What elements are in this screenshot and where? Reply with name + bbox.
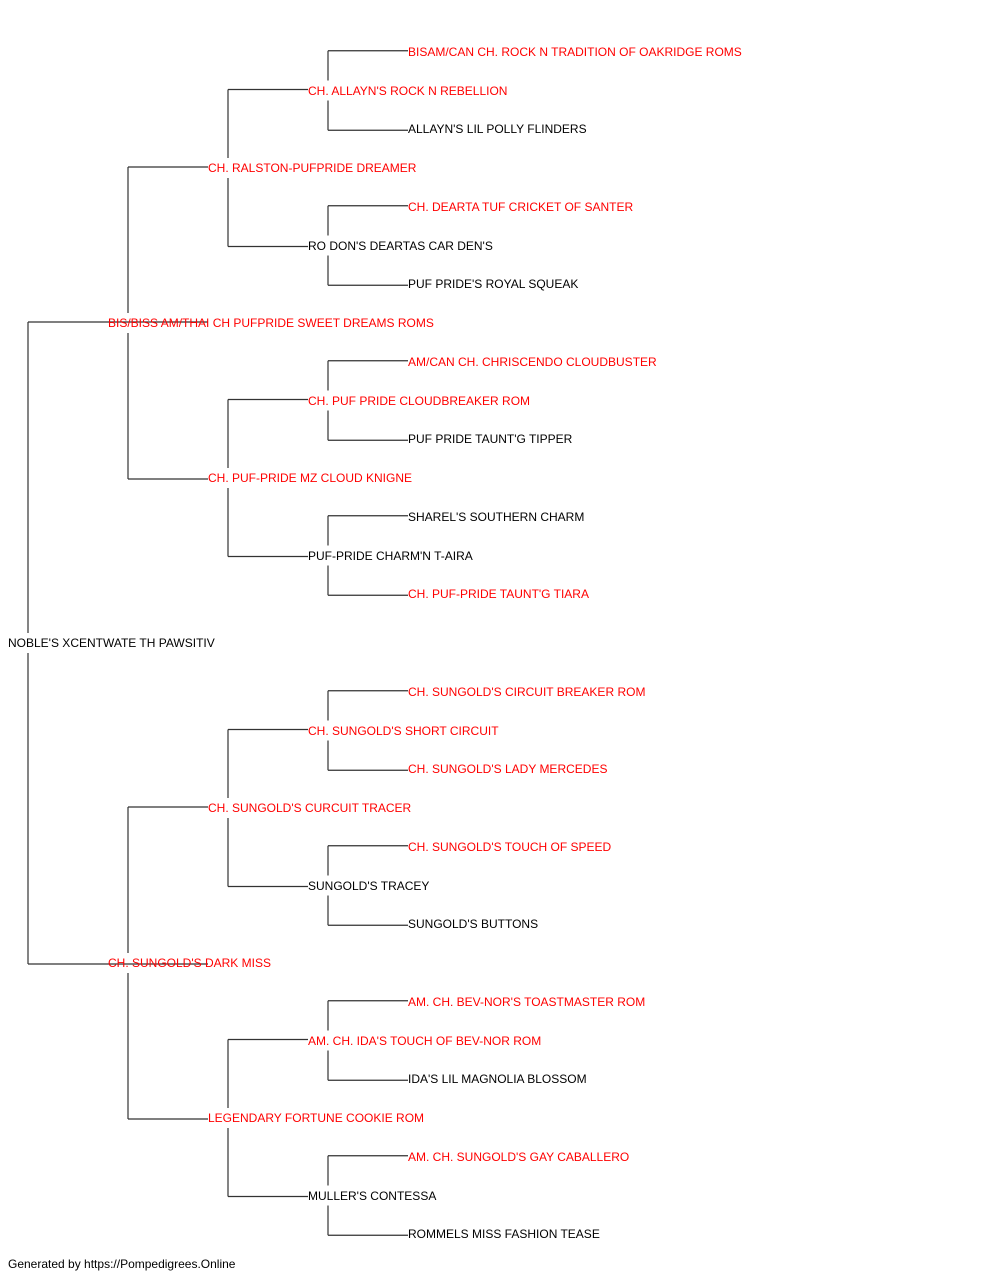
pedigree-entry: AM/CAN CH. CHRISCENDO CLOUDBUSTER [408,354,657,369]
pedigree-entry: RO DON'S DEARTAS CAR DEN'S [308,238,493,253]
pedigree-entry: CH. ALLAYN'S ROCK N REBELLION [308,83,508,98]
pedigree-entry: AM. CH. BEV-NOR'S TOASTMASTER ROM [408,994,646,1009]
pedigree-entry: SUNGOLD'S BUTTONS [408,917,539,932]
pedigree-entry: IDA'S LIL MAGNOLIA BLOSSOM [408,1072,587,1087]
pedigree-entry: ALLAYN'S LIL POLLY FLINDERS [408,122,587,137]
pedigree-entry: PUF-PRIDE CHARM'N T-AIRA [308,548,473,563]
pedigree-entry: CH. SUNGOLD'S SHORT CIRCUIT [308,723,499,738]
pedigree-entry: CH. PUF-PRIDE MZ CLOUD KNIGNE [208,471,413,485]
pedigree-entry: LEGENDARY FORTUNE COOKIE ROM [208,1111,425,1125]
pedigree-entry: ROMMELS MISS FASHION TEASE [408,1227,600,1242]
pedigree-entry: PUF PRIDE TAUNT'G TIPPER [408,432,573,447]
footer-credit: Generated by https://Pompedigrees.Online [8,1257,236,1271]
pedigree-entry: AM. CH. IDA'S TOUCH OF BEV-NOR ROM [308,1033,542,1048]
pedigree-entry: CH. SUNGOLD'S CURCUIT TRACER [208,801,412,815]
pedigree-entry: SUNGOLD'S TRACEY [308,878,430,893]
pedigree-entry: CH. SUNGOLD'S TOUCH OF SPEED [408,839,612,854]
pedigree-entry: MULLER'S CONTESSA [308,1188,437,1203]
pedigree-entry: CH. DEARTA TUF CRICKET OF SANTER [408,199,634,214]
pedigree-entry: CH. SUNGOLD'S CIRCUIT BREAKER ROM [408,684,646,699]
pedigree-entry: BISAM/CAN CH. ROCK N TRADITION OF OAKRID… [408,44,742,59]
pedigree-entry: SHAREL'S SOUTHERN CHARM [408,509,585,524]
pedigree-entry: CH. RALSTON-PUFPRIDE DREAMER [208,161,417,175]
pedigree-entry: CH. PUF-PRIDE TAUNT'G TIARA [408,587,589,602]
pedigree-entry: CH. SUNGOLD'S DARK MISS [108,956,271,970]
pedigree-entry: BIS/BISS AM/THAI CH PUFPRIDE SWEET DREAM… [108,316,434,330]
pedigree-entry-root: NOBLE'S XCENTWATE TH PAWSITIV [8,636,215,650]
pedigree-entry: PUF PRIDE'S ROYAL SQUEAK [408,277,579,292]
pedigree-entry: CH. SUNGOLD'S LADY MERCEDES [408,762,608,777]
pedigree-entry: CH. PUF PRIDE CLOUDBREAKER ROM [308,393,531,408]
pedigree-entry: AM. CH. SUNGOLD'S GAY CABALLERO [408,1149,630,1164]
